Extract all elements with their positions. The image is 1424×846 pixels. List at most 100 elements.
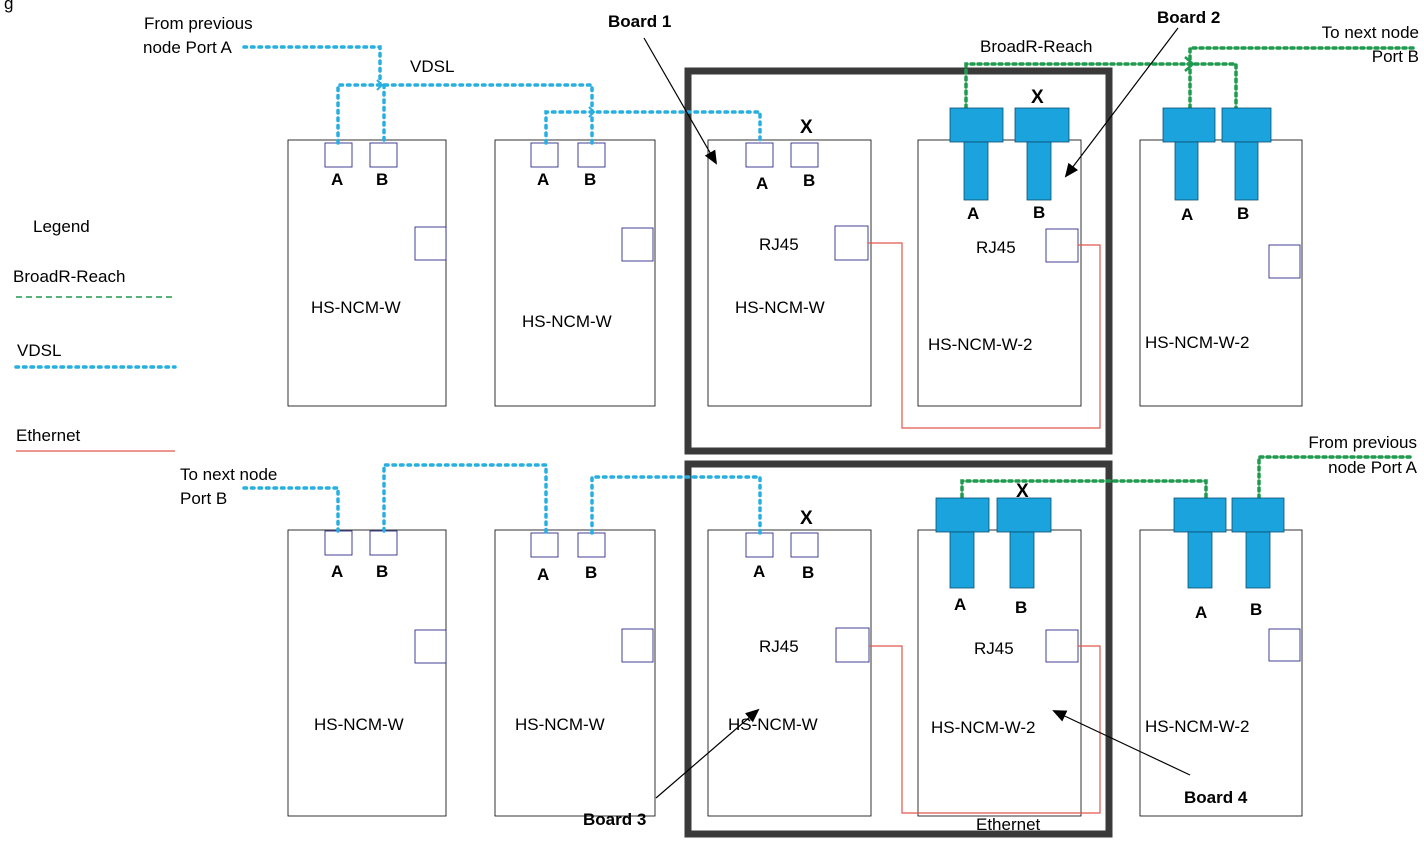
connector-body [963, 141, 989, 201]
board-arrows [643, 27, 1191, 799]
port-b-box [790, 142, 819, 168]
broadr-link-top-out [1188, 46, 1416, 110]
node-label: HS-NCM-W [314, 715, 404, 734]
connector-head [996, 497, 1052, 533]
node-label: HS-NCM-W-2 [1145, 717, 1250, 736]
broadr-link-label: BroadR-Reach [980, 37, 1092, 56]
node-label: HS-NCM-W [311, 298, 401, 317]
edge-label-bottom-right-1: From previous [1308, 433, 1417, 452]
port-b-label: B [376, 562, 388, 581]
port-a-label: A [331, 562, 343, 581]
port-a-box [324, 530, 353, 556]
board-1-label: Board 1 [608, 12, 671, 31]
node-box [917, 139, 1082, 407]
side-port-box [1268, 244, 1301, 279]
corner-fragment-label: g [4, 0, 13, 13]
x-mark-board-2: X [1031, 87, 1044, 108]
edge-label-bottom-right-2: node Port A [1328, 458, 1418, 477]
node-label: HS-NCM-W [515, 715, 605, 734]
side-port-box [621, 628, 654, 663]
node-box [494, 529, 656, 817]
connector-head [1014, 107, 1070, 143]
port-b-box [790, 532, 819, 558]
edge-label-top-right-1: To next node [1322, 23, 1419, 42]
vdsl-link-bottom-1 [382, 463, 548, 535]
connector-body [1245, 531, 1271, 589]
node-box [1139, 529, 1303, 817]
node-label: HS-NCM-W-2 [931, 718, 1036, 737]
connector-head [935, 497, 990, 533]
port-a-label: A [1181, 205, 1193, 224]
broadr-arrow-marks [1184, 56, 1195, 72]
port-b-label: B [1033, 203, 1045, 222]
edge-label-top-left-1: From previous [144, 14, 253, 33]
broadr-link-top [964, 62, 1238, 110]
side-port-box [1045, 629, 1079, 663]
rj45-ports [414, 225, 1301, 664]
board-3-label: Board 3 [583, 810, 646, 829]
broadr-links [960, 46, 1416, 500]
side-port-box [414, 629, 447, 664]
port-a-label: A [954, 595, 966, 614]
node-box [917, 529, 1082, 817]
board-2-label: Board 2 [1157, 8, 1220, 27]
node-box [707, 139, 872, 407]
rj45-label: RJ45 [974, 639, 1014, 658]
legend-broadr-label: BroadR-Reach [13, 267, 125, 286]
broadr-link-bottom [960, 479, 1208, 500]
rj45-label: RJ45 [759, 235, 799, 254]
side-port-box [621, 227, 654, 262]
connector-head [949, 107, 1004, 143]
port-a-label: A [756, 174, 768, 193]
port-b-box [369, 530, 398, 556]
connector-body [1026, 141, 1052, 201]
port-a-label: A [537, 565, 549, 584]
side-port-box [414, 226, 447, 261]
board-4-label: Board 4 [1184, 788, 1248, 807]
rj45-label: RJ45 [759, 637, 799, 656]
port-b-label: B [585, 563, 597, 582]
board-3-arrow [655, 708, 760, 799]
port-b-label: B [376, 170, 388, 189]
port-a-box [745, 532, 774, 558]
vdsl-link-bottom-outgoing [242, 486, 340, 533]
vdsl-link-label: VDSL [410, 57, 454, 76]
vdsl-ports-bottom [324, 530, 819, 558]
ethernet-link-label: Ethernet [976, 815, 1041, 834]
port-a-label: A [753, 562, 765, 581]
side-port-box [834, 225, 869, 261]
x-mark-board-4: X [1016, 481, 1029, 502]
edge-label-bottom-left-2: Port B [180, 489, 227, 508]
side-port-box [1268, 628, 1301, 662]
node-label: HS-NCM-W [522, 312, 612, 331]
edge-label-top-right-2: Port B [1372, 47, 1419, 66]
node-label: HS-NCM-W-2 [1145, 333, 1250, 352]
port-b-box [369, 142, 398, 168]
connector-head [1221, 107, 1272, 143]
legend-title: Legend [33, 217, 90, 236]
connector-head [1173, 497, 1227, 533]
board-2-arrow [1064, 27, 1179, 178]
port-b-label: B [1015, 598, 1027, 617]
node-box [287, 139, 447, 407]
vdsl-link-top-1 [336, 83, 594, 145]
node-label: HS-NCM-W [728, 715, 818, 734]
board-frame-bottom [684, 460, 1113, 838]
nodes-bottom [287, 529, 1303, 817]
node-label: HS-NCM-W-2 [928, 335, 1033, 354]
node-box [707, 529, 872, 817]
port-b-label: B [803, 171, 815, 190]
port-b-box [577, 532, 606, 558]
port-a-label: A [967, 204, 979, 223]
edge-label-top-left-2: node Port A [143, 38, 233, 57]
port-a-box [324, 142, 353, 168]
port-a-box [530, 532, 559, 558]
node-box [494, 139, 656, 407]
node-label: HS-NCM-W [735, 298, 825, 317]
board-4-arrow [1052, 710, 1191, 776]
broadr-link-bottom-in [1257, 455, 1416, 500]
broadr-connectors [935, 107, 1285, 589]
connector-body [1187, 531, 1213, 589]
port-a-label: A [1195, 603, 1207, 622]
